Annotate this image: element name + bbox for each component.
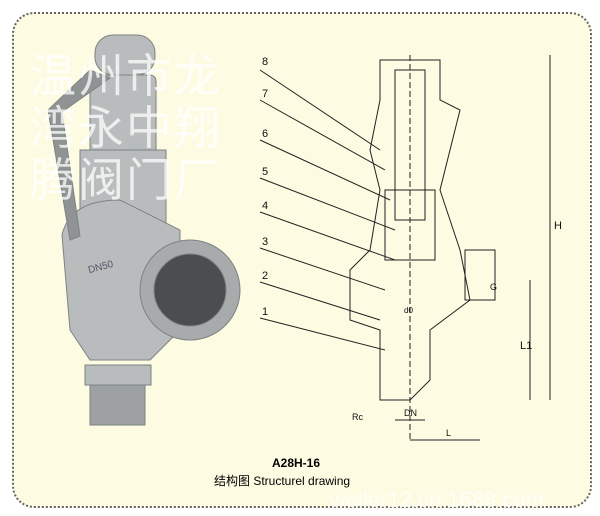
- part-label-1: 1: [262, 306, 269, 318]
- part-label-8: 8: [262, 56, 269, 68]
- model-title: A28H-16: [272, 456, 321, 470]
- part-label-6: 6: [262, 128, 269, 140]
- valve-photo: [47, 34, 241, 426]
- watermark: 温州市龙湾永中翔腾阀门厂: [30, 49, 222, 207]
- part-label-3: 3: [262, 236, 269, 248]
- part-label-7: 7: [262, 88, 269, 100]
- dim-d0: d0: [404, 306, 413, 315]
- drawing-caption: 结构图 Structurel drawing: [214, 474, 351, 488]
- dim-l: L: [446, 428, 452, 438]
- part-label-5: 5: [262, 166, 269, 178]
- dim-rc: Rc: [352, 412, 363, 422]
- part-label-4: 4: [262, 200, 269, 212]
- part-label-2: 2: [262, 270, 269, 282]
- dim-h: H: [554, 220, 562, 232]
- dim-dn: DN: [404, 408, 417, 418]
- dim-l1: L1: [520, 340, 533, 352]
- watermark-url: weiler12.cn.1688.com: [330, 487, 545, 512]
- dim-g: G: [490, 282, 498, 292]
- structural-drawing: [259, 55, 551, 441]
